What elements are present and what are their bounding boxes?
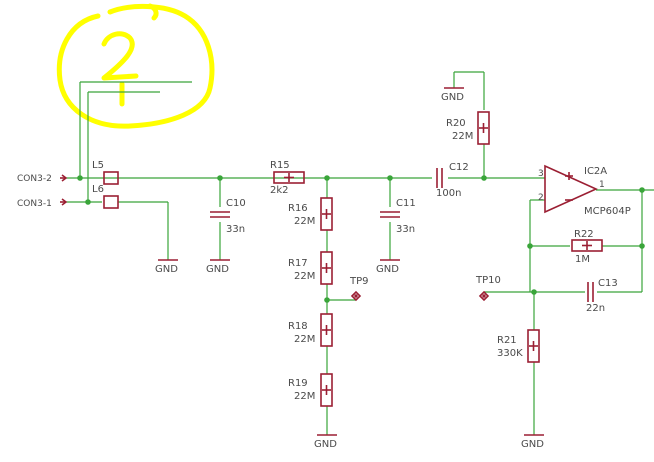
r16-name: R16 bbox=[288, 203, 308, 214]
ic2a-pin2: 2 bbox=[538, 193, 544, 203]
c10-name: C10 bbox=[226, 198, 246, 209]
connector-con3-2: CON3-2 bbox=[17, 174, 68, 184]
resistor-r18: R18 22M bbox=[288, 313, 333, 347]
r19-value: 22M bbox=[294, 391, 315, 402]
r18-value: 22M bbox=[294, 334, 315, 345]
gnd-label: GND bbox=[314, 439, 337, 450]
wires bbox=[66, 71, 654, 435]
gnd-symbol: GND bbox=[314, 434, 337, 450]
c12-name: C12 bbox=[449, 162, 469, 173]
capacitor-c12: C12 100n bbox=[436, 162, 469, 199]
highlight-annotation bbox=[56, 3, 215, 129]
c13-name: C13 bbox=[598, 278, 618, 289]
capacitor-c10: C10 33n bbox=[210, 198, 246, 235]
capacitor-c13: C13 22n bbox=[586, 278, 618, 314]
gnd-symbol: GND bbox=[206, 259, 230, 275]
l5-label: L5 bbox=[92, 160, 104, 171]
inductor-l6: L6 bbox=[92, 184, 119, 209]
r16-value: 22M bbox=[294, 216, 315, 227]
resistor-r22: R22 1M bbox=[571, 229, 603, 265]
resistor-r20: R20 22M bbox=[446, 111, 490, 145]
testpoint-tp10: TP10 bbox=[475, 275, 501, 302]
c12-value: 100n bbox=[436, 188, 461, 199]
resistor-r21: R21 330K bbox=[497, 329, 540, 363]
gnd-symbol: GND bbox=[376, 259, 400, 275]
gnd-label: GND bbox=[155, 264, 178, 275]
r20-value: 22M bbox=[452, 131, 473, 142]
resistor-r19: R19 22M bbox=[288, 373, 333, 407]
gnd-symbol: GND bbox=[155, 259, 178, 275]
testpoint-tp9: TP9 bbox=[349, 276, 369, 302]
opamp-ic2a: IC2A MCP604P 3 2 1 bbox=[538, 164, 631, 217]
c13-value: 22n bbox=[586, 303, 605, 314]
ic2a-name: IC2A bbox=[584, 166, 607, 177]
tp10-label: TP10 bbox=[475, 275, 501, 286]
connector-con3-1: CON3-1 bbox=[17, 198, 68, 209]
ic2a-pin3: 3 bbox=[538, 169, 544, 179]
capacitor-c11: C11 33n bbox=[380, 198, 416, 235]
gnd-symbol: GND bbox=[441, 87, 464, 103]
resistor-r17: R17 22M bbox=[288, 251, 333, 285]
r15-name: R15 bbox=[270, 160, 290, 171]
tp9-label: TP9 bbox=[349, 276, 369, 287]
r22-name: R22 bbox=[574, 229, 594, 240]
gnd-label: GND bbox=[206, 264, 229, 275]
gnd-symbol: GND bbox=[521, 434, 544, 450]
r21-value: 330K bbox=[497, 348, 523, 359]
inductor-l5: L5 bbox=[92, 160, 119, 185]
r18-name: R18 bbox=[288, 321, 308, 332]
ic2a-value: MCP604P bbox=[584, 206, 631, 217]
c10-value: 33n bbox=[226, 224, 245, 235]
con3-1-label: CON3-1 bbox=[17, 199, 52, 209]
junction-dots bbox=[77, 175, 645, 303]
c11-value: 33n bbox=[396, 224, 415, 235]
resistor-r16: R16 22M bbox=[288, 197, 333, 231]
r17-name: R17 bbox=[288, 258, 308, 269]
ic2a-pin1: 1 bbox=[599, 180, 605, 190]
gnd-label: GND bbox=[441, 92, 464, 103]
resistor-r15: R15 2k2 bbox=[270, 160, 305, 196]
r21-name: R21 bbox=[497, 335, 517, 346]
l6-label: L6 bbox=[92, 184, 104, 195]
gnd-label: GND bbox=[521, 439, 544, 450]
r22-value: 1M bbox=[575, 254, 590, 265]
r17-value: 22M bbox=[294, 271, 315, 282]
r19-name: R19 bbox=[288, 378, 308, 389]
gnd-label: GND bbox=[376, 264, 399, 275]
r15-value: 2k2 bbox=[270, 185, 289, 196]
r20-name: R20 bbox=[446, 118, 466, 129]
c11-name: C11 bbox=[396, 198, 416, 209]
con3-2-label: CON3-2 bbox=[17, 174, 52, 184]
